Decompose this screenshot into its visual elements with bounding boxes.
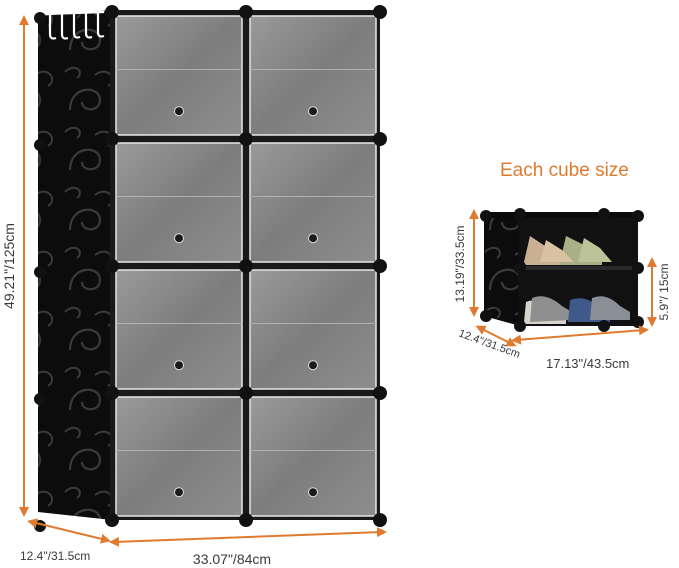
- cabinet-door: [115, 396, 243, 517]
- connector-ball-icon: [373, 259, 387, 273]
- cabinet-doors: [34, 5, 387, 532]
- cabinet-door: [249, 142, 377, 263]
- connector-ball-icon: [514, 320, 526, 332]
- connector-ball-icon: [632, 262, 644, 274]
- door-knob-icon: [308, 106, 318, 117]
- connector-ball-icon: [373, 132, 387, 146]
- connector-ball-icon: [239, 513, 253, 527]
- door-knob-icon: [174, 233, 184, 244]
- cabinet-side-panel: [38, 10, 112, 520]
- cube-width-line: [511, 325, 649, 345]
- connector-ball-icon: [34, 393, 46, 405]
- door-knob-icon: [308, 487, 318, 498]
- door-knob-icon: [174, 487, 184, 498]
- door-knob-icon: [308, 233, 318, 244]
- connector-ball-icon: [105, 386, 119, 400]
- connector-ball-icon: [373, 386, 387, 400]
- width-dimension-line: [109, 527, 387, 547]
- connector-ball-icon: [105, 132, 119, 146]
- cube-shelf-gap-label: 5.9"/ 15cm: [657, 264, 671, 321]
- connector-ball-icon: [239, 5, 253, 19]
- door-knob-icon: [174, 360, 184, 371]
- connector-ball-icon: [598, 320, 610, 332]
- cabinet-door: [249, 396, 377, 517]
- cube-width-label: 17.13"/43.5cm: [546, 356, 629, 371]
- cube-height-label: 13.19"/33.5cm: [453, 226, 467, 303]
- connector-ball-icon: [239, 386, 253, 400]
- cabinet-door: [115, 142, 243, 263]
- cube-depth-line: [475, 325, 517, 347]
- connector-ball-icon: [480, 310, 492, 322]
- shoe-heels-icon: [524, 236, 612, 265]
- cabinet-door: [115, 269, 243, 390]
- depth-dimension-label: 12.4"/31.5cm: [20, 549, 90, 563]
- main-dimensions: 49.21"/125cm 12.4"/31.5cm 33.07"/84cm: [1, 14, 387, 567]
- height-dimension-label: 49.21"/125cm: [1, 223, 17, 309]
- door-knob-icon: [308, 360, 318, 371]
- connector-ball-icon: [632, 316, 644, 328]
- connector-ball-icon: [105, 5, 119, 19]
- connector-ball-icon: [598, 208, 610, 220]
- cube-dimensions: 13.19"/33.5cm 5.9"/ 15cm 12.4"/31.5cm 17…: [453, 209, 671, 371]
- connector-ball-icon: [105, 259, 119, 273]
- cube-detail-illustration: [484, 212, 640, 326]
- connector-ball-icon: [239, 259, 253, 273]
- cube-top-panel: [484, 212, 640, 218]
- shoe-sneakers-icon: [524, 296, 630, 324]
- connector-ball-icon: [514, 262, 526, 274]
- cube-shelf: [518, 266, 638, 270]
- door-knob-icon: [174, 106, 184, 117]
- cube-side-panel: [484, 214, 520, 326]
- connector-ball-icon: [514, 208, 526, 220]
- hook-rack-icon: [45, 10, 105, 40]
- width-dimension-label: 33.07"/84cm: [193, 551, 271, 567]
- cabinet-door: [249, 15, 377, 136]
- connector-ball-icon: [34, 12, 46, 24]
- connector-ball-icon: [34, 139, 46, 151]
- connector-ball-icon: [373, 5, 387, 19]
- connector-ball-icon: [105, 513, 119, 527]
- connector-ball-icon: [239, 132, 253, 146]
- connector-ball-icon: [373, 513, 387, 527]
- connector-ball-icon: [480, 210, 492, 222]
- connector-ball-icon: [34, 266, 46, 278]
- connector-ball-icon: [34, 520, 46, 532]
- connector-ball-icon: [632, 210, 644, 222]
- cabinet-door: [115, 15, 243, 136]
- cabinet-door: [249, 269, 377, 390]
- cube-size-title: Each cube size: [500, 160, 629, 181]
- depth-dimension-line: [27, 518, 111, 544]
